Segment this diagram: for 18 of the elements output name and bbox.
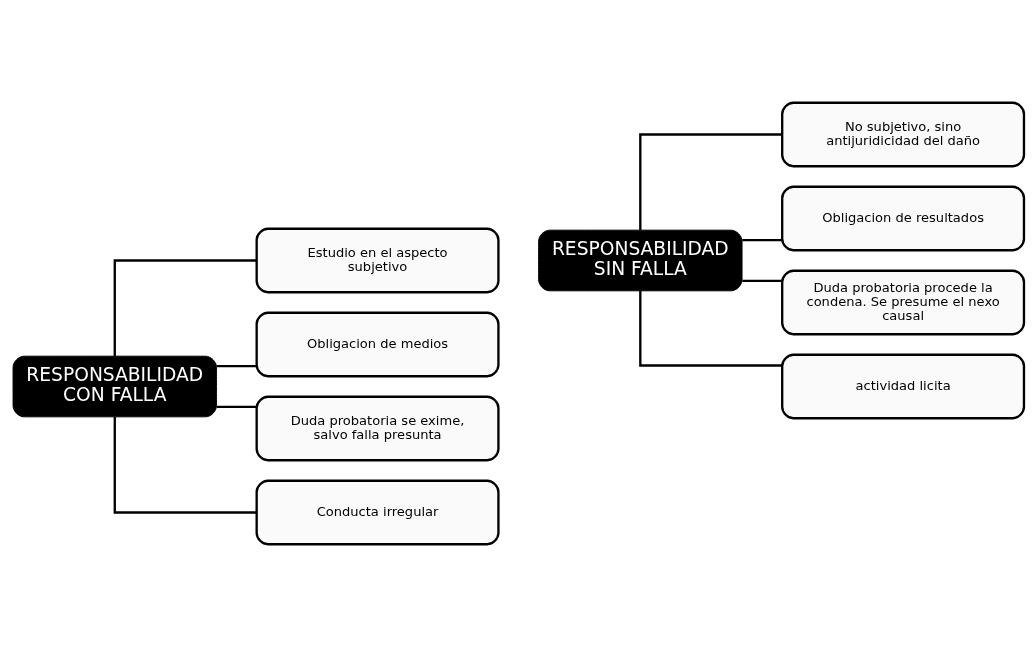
connector: [113, 416, 257, 514]
node-box: Obligacion de resultados: [780, 185, 1025, 251]
connector: [638, 132, 782, 230]
node-box: RESPONSABILIDAD CON FALLA: [12, 355, 217, 417]
node-box: No subjetivo, sino antijuridicidad del daño: [780, 101, 1025, 167]
connector: [216, 364, 256, 367]
node-box: Obligacion de medios: [255, 311, 500, 377]
node-box: actividad licita: [780, 353, 1025, 419]
node-box: RESPONSABILIDAD SIN FALLA: [537, 229, 743, 291]
node-box: Duda probatoria procede la condena. Se presume el nexo causal: [780, 269, 1025, 335]
connector: [216, 405, 256, 408]
node-box: Conducta irregular: [255, 479, 500, 545]
connector: [113, 258, 257, 356]
connector: [741, 238, 782, 241]
connector: [741, 279, 782, 282]
node-box: Duda probatoria se exime, salvo falla presunta: [255, 395, 500, 461]
node-box: Estudio en el aspecto subjetivo: [255, 227, 500, 293]
connector: [638, 290, 782, 367]
